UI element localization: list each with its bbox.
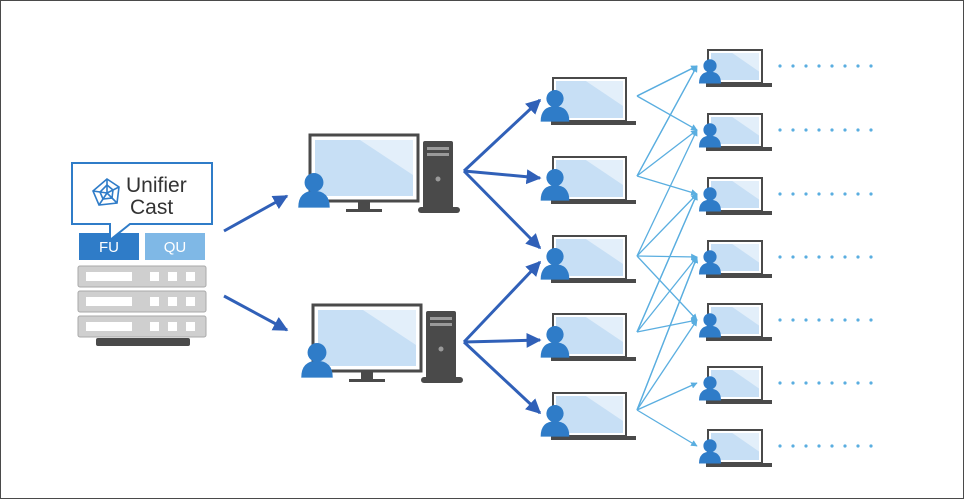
arrow-laptop3-to-client-3 [636,193,698,257]
continuation-dots-3 [778,192,873,196]
qu-box [145,233,205,260]
laptop-icon-4 [699,240,772,278]
laptop-icon-3 [540,235,636,283]
fu-label: FU [99,239,119,256]
user-icon [699,313,721,338]
user-icon [699,439,721,464]
callout-line1: Unifier [126,174,187,197]
arrow-laptop4-to-client-3-b [636,193,698,333]
arrow-desktop1-to-laptop-3 [462,169,542,250]
arrow-laptop1-to-client-2 [636,95,698,131]
laptop-icon-1 [540,77,636,125]
user-icon [540,90,570,122]
server-rack [77,265,207,346]
user-icon [301,343,333,378]
laptop-icon-5 [540,392,636,440]
arrow-desktop2-to-laptop-3 [462,260,542,344]
arrow-desktop2-to-laptop-4 [463,332,542,348]
arrow-laptop1-to-client-1-b [636,65,698,97]
qu-label: QU [164,239,187,256]
arrow-server-to-desktop-1 [223,194,289,233]
continuation-dots-6 [778,381,873,385]
continuation-dots-7 [778,444,873,448]
arrow-laptop5-to-client-6 [636,382,698,411]
user-icon [699,250,721,275]
continuation-dots-4 [778,255,873,259]
arrow-laptop4-to-client-5 [636,317,698,333]
user-icon [540,248,570,280]
server-unit-3 [77,315,207,338]
arrow-laptop5-to-client-5 [636,319,698,411]
laptop-icon-1 [699,49,772,87]
arrow-desktop1-to-laptop-1 [462,98,542,173]
arrow-laptop2-to-client-2 [636,129,698,177]
arrow-laptop3-to-client-2 [636,129,698,257]
user-icon [540,169,570,201]
laptop-icon-7 [699,429,772,467]
server-unit-1 [77,265,207,288]
callout-line2: Cast [130,196,173,219]
continuation-dots-2 [778,128,873,132]
laptop-icon-6 [699,366,772,404]
arrow-desktop1-to-laptop-2 [463,169,542,185]
arrow-laptop3-to-client-5-b [636,255,698,321]
desktop-computer-icon-1 [298,133,460,213]
laptop-icon-2 [699,113,772,151]
desktop-computer-icon-2 [301,303,463,383]
arrow-laptop5-to-client-4-b [636,256,698,411]
user-icon [699,123,721,148]
laptop-icon-2 [540,156,636,204]
user-icon [699,187,721,212]
arrow-desktop2-to-laptop-5 [462,340,542,415]
server-unit-2 [77,290,207,313]
web-logo-icon [92,177,120,206]
server-base [96,338,190,346]
arrow-laptop2-to-client-1-b [636,65,698,177]
user-icon [699,59,721,84]
user-icon [298,173,330,208]
user-icon [699,376,721,401]
laptop-icon-3 [699,177,772,215]
user-icon [540,326,570,358]
arrow-laptop2-to-client-3 [636,175,698,196]
continuation-dots-5 [778,318,873,322]
arrow-laptop3-to-client-4 [636,253,698,261]
arrow-laptop4-to-client-4 [636,256,698,333]
unifier-cast-callout: Unifier Cast [71,162,213,243]
user-icon [540,405,570,437]
laptop-icon-4 [540,313,636,361]
arrow-laptop5-to-client-7 [636,409,698,447]
continuation-dots-1 [778,64,873,68]
laptop-icon-5 [699,303,772,341]
arrow-server-to-desktop-2 [223,294,289,332]
